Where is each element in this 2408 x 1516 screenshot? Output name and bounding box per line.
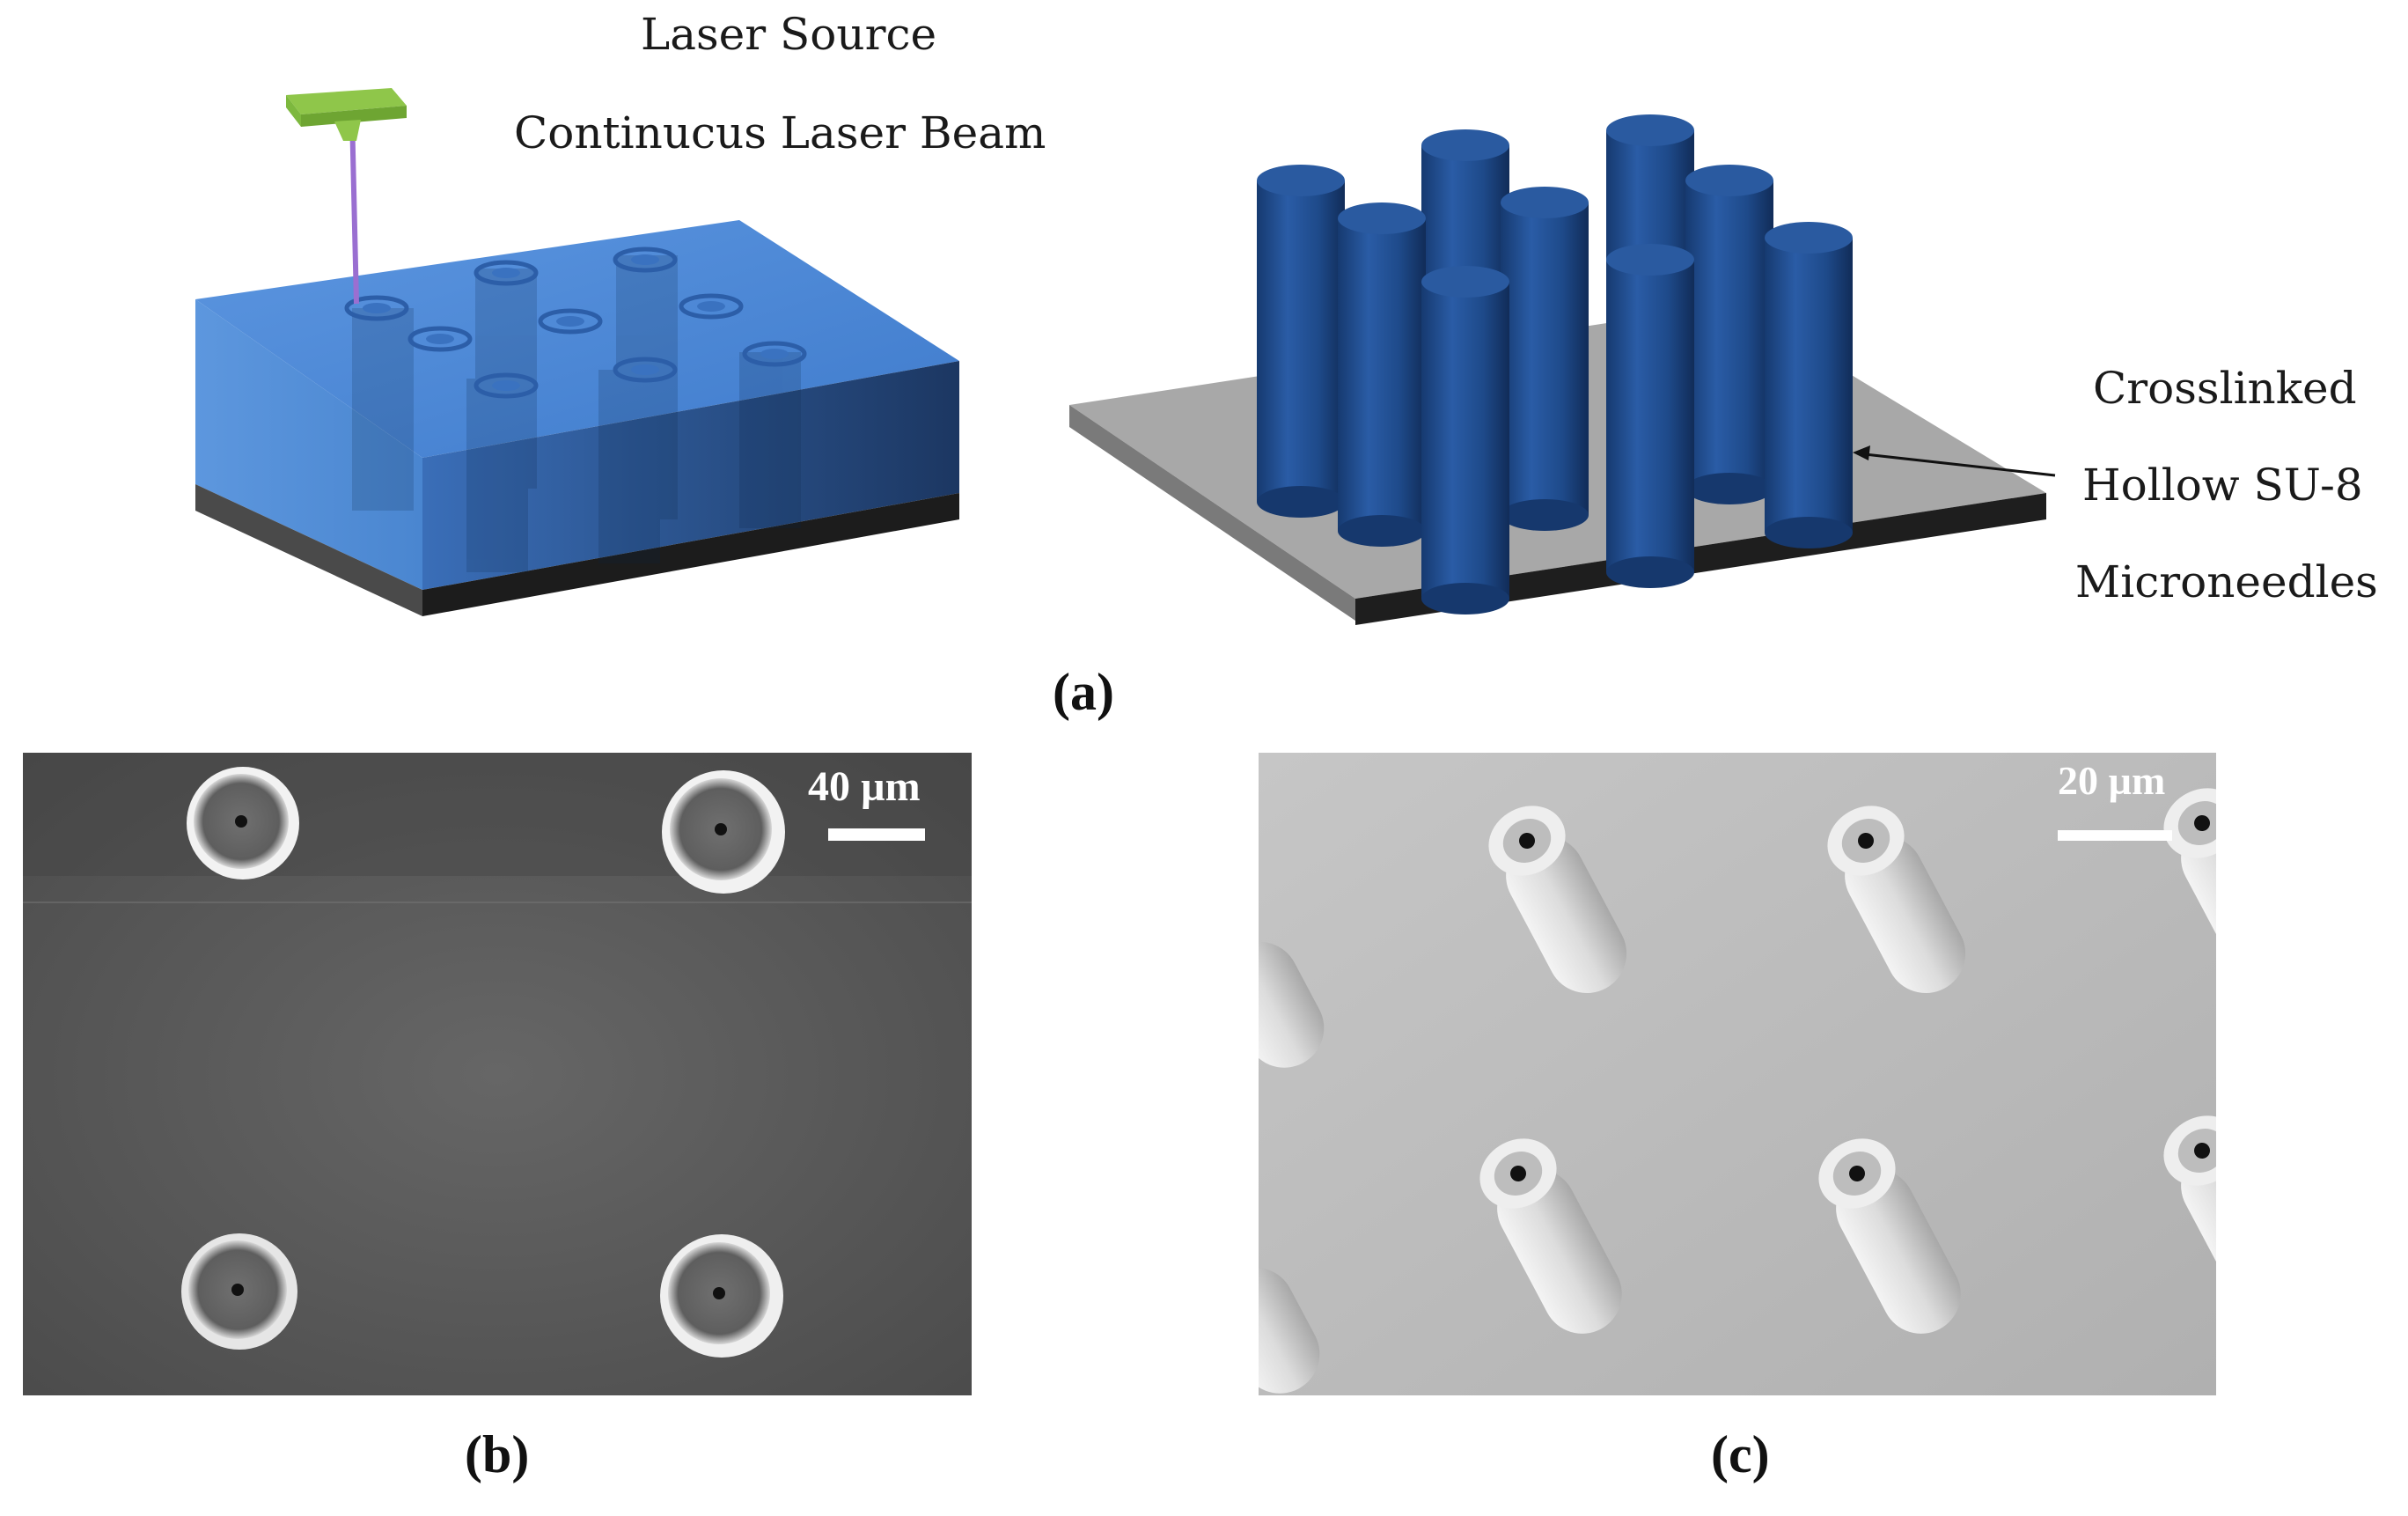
scale-label-c: 20 µm (2058, 758, 2166, 803)
caption-b: (b) (465, 1425, 530, 1483)
caption-c: (c) (1711, 1425, 1770, 1483)
block-top-face (195, 220, 959, 458)
laser-beam (349, 114, 359, 305)
block-front-face (422, 361, 959, 590)
laser-beam-label: Continucus Laser Beam (514, 107, 1046, 158)
microneedles-label: Microneedles (2075, 556, 2378, 607)
laser-head-icon (286, 88, 407, 141)
laser-source-label: Laser Source (641, 9, 937, 60)
scale-bar-b (828, 828, 925, 841)
sem-needle-openings (181, 767, 785, 1358)
sem-image-tilted-view (1259, 753, 2216, 1395)
resin-block-illustration (176, 79, 986, 651)
pointer-arrow (1856, 452, 2056, 477)
microneedle-array-illustration (1065, 106, 2059, 634)
block-left-face (195, 299, 422, 590)
hollow-su8-label: Hollow SU-8 (2082, 460, 2363, 511)
sem-image-top-view (23, 753, 972, 1395)
needle-hole-markers (344, 247, 807, 399)
scale-bar-c (2058, 830, 2172, 841)
caption-a: (a) (1053, 663, 1114, 721)
scale-label-b: 40 µm (808, 763, 921, 810)
sem-tilted-needles (1259, 788, 2216, 1394)
crosslinked-label: Crosslinked (2093, 363, 2357, 414)
microneedle-cylinders (1257, 114, 1853, 614)
